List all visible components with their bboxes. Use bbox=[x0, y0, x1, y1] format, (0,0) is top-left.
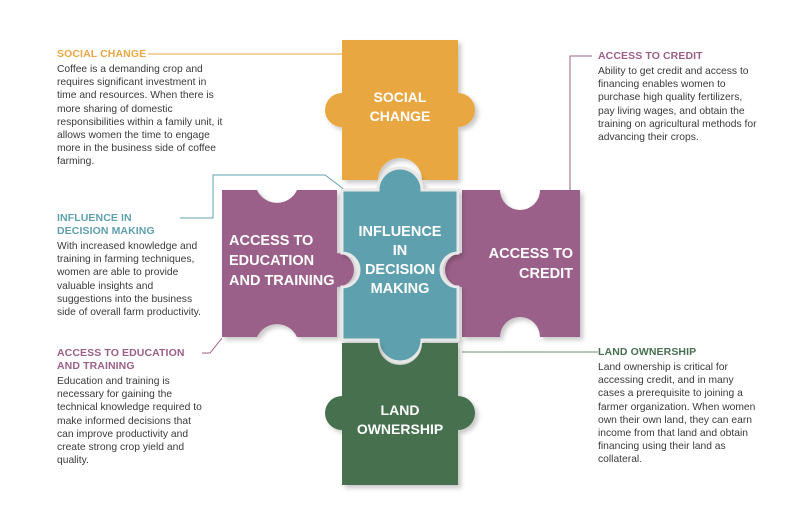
piece-land-line-2: OWNERSHIP bbox=[357, 421, 443, 437]
piece-land: LAND OWNERSHIP bbox=[325, 343, 475, 485]
desc-influence: INFLUENCE IN DECISION MAKING With increa… bbox=[57, 212, 209, 319]
piece-education-line-2: EDUCATION bbox=[229, 253, 314, 269]
desc-credit: ACCESS TO CREDIT Ability to get credit a… bbox=[598, 50, 758, 144]
piece-social-change: SOCIAL CHANGE bbox=[325, 40, 475, 180]
connector-influence bbox=[180, 174, 346, 219]
piece-influence-line-2: IN bbox=[393, 243, 408, 259]
connector-lines bbox=[148, 53, 598, 354]
piece-credit: ACCESS TO CREDIT bbox=[445, 190, 580, 337]
desc-education-title: ACCESS TO EDUCATION AND TRAINING bbox=[57, 347, 185, 372]
piece-credit-line-2: CREDIT bbox=[519, 266, 573, 282]
piece-education-line-3: AND TRAINING bbox=[229, 273, 335, 289]
piece-influence-line-4: MAKING bbox=[371, 281, 430, 297]
piece-social-change-line-1: SOCIAL bbox=[374, 89, 427, 105]
desc-social-change-body: Coffee is a demanding crop and requires … bbox=[57, 64, 223, 168]
desc-influence-title: INFLUENCE IN DECISION MAKING bbox=[57, 212, 155, 237]
desc-land-title: LAND OWNERSHIP bbox=[598, 346, 697, 358]
piece-education-line-1: ACCESS TO bbox=[229, 233, 313, 249]
connector-credit bbox=[569, 55, 592, 190]
piece-social-change-line-2: CHANGE bbox=[370, 108, 431, 124]
piece-influence-line-1: INFLUENCE bbox=[359, 224, 442, 240]
desc-education: ACCESS TO EDUCATION AND TRAINING Educati… bbox=[57, 347, 207, 467]
connector-education bbox=[202, 337, 223, 354]
desc-education-body: Education and training is necessary for … bbox=[57, 376, 202, 467]
piece-education: ACCESS TO EDUCATION AND TRAINING bbox=[222, 190, 354, 337]
piece-influence-line-3: DECISION bbox=[365, 262, 435, 278]
desc-land: LAND OWNERSHIP Land ownership is critica… bbox=[598, 346, 758, 467]
piece-credit-line-1: ACCESS TO bbox=[489, 246, 573, 262]
desc-credit-title: ACCESS TO CREDIT bbox=[598, 50, 703, 62]
desc-social-change: SOCIAL CHANGE Coffee is a demanding crop… bbox=[57, 48, 227, 169]
piece-influence: INFLUENCE IN DECISION MAKING bbox=[340, 166, 460, 364]
desc-credit-body: Ability to get credit and access to fina… bbox=[598, 66, 757, 144]
desc-land-body: Land ownership is critical for accessing… bbox=[598, 362, 756, 466]
desc-social-change-title: SOCIAL CHANGE bbox=[57, 48, 147, 60]
piece-land-line-1: LAND bbox=[381, 402, 420, 418]
desc-influence-body: With increased knowledge and training in… bbox=[57, 241, 202, 319]
